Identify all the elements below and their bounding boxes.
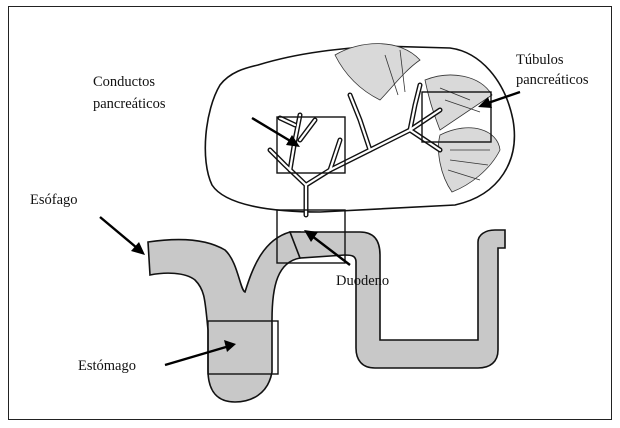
label-conductos-line1: Conductos: [93, 74, 155, 90]
arrow-esofago: [100, 217, 145, 255]
label-esofago: Esófago: [30, 192, 78, 208]
duodenum: [290, 230, 505, 368]
label-estomago: Estómago: [78, 358, 136, 374]
label-duodeno: Duodeno: [336, 273, 389, 289]
label-tubulos-line2: pancreáticos: [516, 72, 589, 88]
label-tubulos-line1: Túbulos: [516, 52, 564, 68]
label-conductos-line2: pancreáticos: [93, 96, 166, 112]
